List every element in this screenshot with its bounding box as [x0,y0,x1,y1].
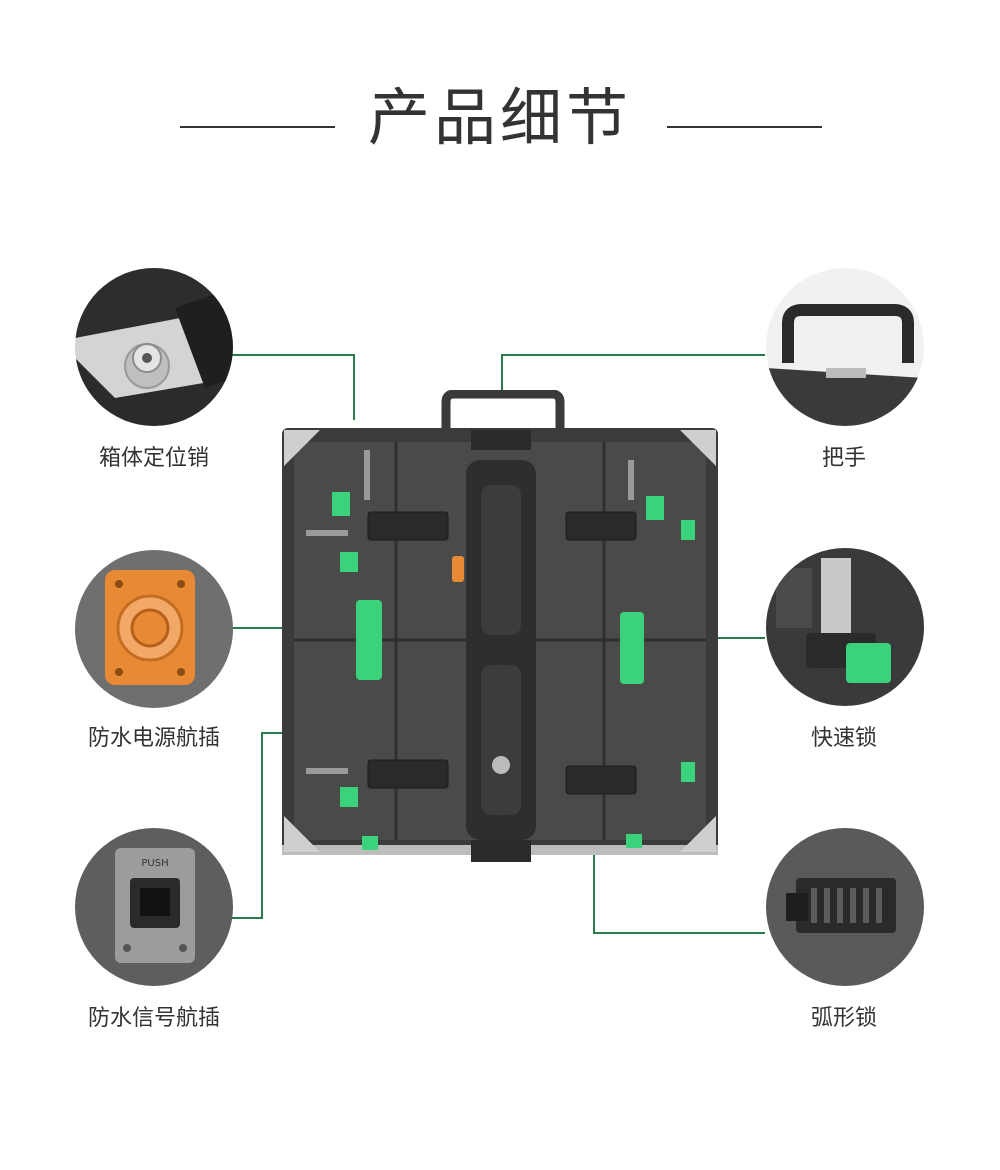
detail-arc-lock [766,828,924,986]
detail-quick-lock [766,548,924,706]
callout-positioning-pin [232,354,355,420]
cabinet-handle [441,390,565,435]
detail-power-connector [75,550,233,708]
title-rule-left [180,126,335,128]
cabinet-image [282,390,718,862]
svg-text:PUSH: PUSH [141,858,168,869]
label-arc-lock: 弧形锁 [810,1006,877,1031]
label-quick-lock: 快速锁 [810,726,877,751]
label-handle: 把手 [821,446,866,471]
label-positioning-pin: 箱体定位销 [98,446,209,471]
page-title: 产品细节 [367,81,632,154]
callout-handle [501,354,765,395]
detail-positioning-pin [75,268,233,426]
detail-signal-connector: PUSH [75,828,233,986]
label-signal-connector: 防水信号航插 [87,1006,220,1031]
detail-handle [766,268,924,426]
label-power-connector: 防水电源航插 [87,726,220,751]
title-rule-right [667,126,822,128]
